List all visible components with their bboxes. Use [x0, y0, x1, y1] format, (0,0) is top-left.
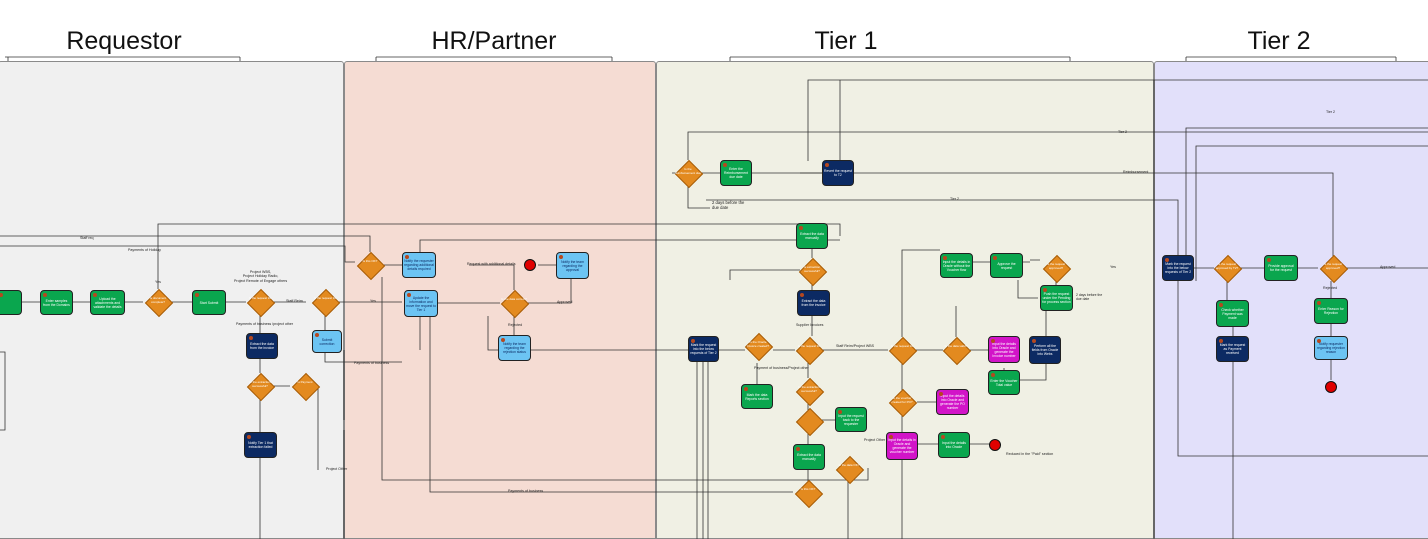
end-event-hr — [524, 259, 536, 271]
gateway-request-type-4: Is the request for — [889, 337, 915, 363]
label-tier-2-top: Tier 2 — [1326, 110, 1336, 114]
label-project-other-2: Project Other — [864, 438, 886, 442]
lane-hr-partner — [344, 61, 656, 539]
task-mark-tier2: Mark the request into the below requests… — [1162, 255, 1194, 281]
task-revert-to-t2: Revert the request to T2 — [822, 160, 854, 186]
task-input-back-requester: Input the request back to the requester — [835, 407, 867, 432]
label-project-wbs: Project WBS, Project Holiday Radio, Proj… — [234, 270, 288, 283]
note-push-date: 2 days before the due date — [1076, 293, 1103, 301]
label-rejected-hr: Rejected — [508, 323, 523, 327]
task-oracle-without-voucher: Input the details in Oracle without the … — [940, 253, 973, 278]
gateway-extraction-successful-2: Is the extraction successful? — [796, 378, 822, 404]
gateway-request-approved: Is the request approved? — [1043, 255, 1069, 281]
task-submit-correction: Submit correction — [312, 330, 342, 353]
task-mark-below-requests: Mark the request into the below requests… — [688, 336, 719, 362]
lane-title-tier-2: Tier 2 — [1247, 27, 1311, 55]
task-push-pending: Push the request under the Pending for p… — [1040, 285, 1073, 311]
note-due-date: 2 days before the due date — [712, 200, 745, 210]
label-tier-2-mid: Tier 2 — [950, 197, 960, 201]
label-approved-t2: Approved — [1380, 265, 1396, 269]
gateway-data-correct: Is the data correct? — [501, 290, 527, 316]
label-additional-details: Request with additional details — [467, 262, 516, 266]
task-notify-tier1-failed: Notify Tier 1 that extraction failed — [244, 432, 277, 458]
task-start-submit: Start Submit — [192, 290, 226, 315]
task-input-oracle: Input the details into Oracle — [938, 432, 970, 458]
label-tier-2-return: Tier 2 — [1118, 130, 1128, 134]
task-approve-request: Approve the request — [990, 253, 1023, 278]
task-oracle-po-number: Input the details into Oracle and genera… — [936, 389, 969, 415]
label-payments-of-business-2: Payments of business — [508, 489, 544, 493]
task-enter-due-date: Enter the Reimbursement due date — [720, 160, 752, 186]
gateway-request-type-2: Is the request for — [312, 289, 338, 315]
task-enter-voucher-total: Enter the Voucher Total value — [988, 370, 1020, 395]
label-approved-hr: Approved — [557, 300, 573, 304]
gateway-request-type-1: Is the request for — [247, 289, 273, 315]
gateway-document-complete: Is document complete? — [145, 289, 171, 315]
task-update-move-tier1: Update the information and move the requ… — [404, 290, 438, 317]
gateway-this-ok: Is this OK? — [795, 480, 821, 506]
gateway-approved-by-t2: Is the request approved by T2? — [1214, 255, 1240, 281]
task-notify-approval: Notify the team regarding the approval — [556, 252, 589, 279]
task-extract-manually-1: Extract the data manually — [796, 223, 828, 249]
end-event-tier2 — [1325, 381, 1337, 393]
task-extract-invoice-data: Extract the data from the invoice — [246, 333, 278, 359]
gateway-payment: Is Payment — [292, 373, 318, 399]
task-perform-fields-webs: Perform all the fields from Oracle into … — [1029, 336, 1061, 364]
gateway-hr-ok: Is this OK? — [357, 252, 383, 278]
label-staff-reim: Staff Reim — [286, 299, 303, 303]
label-supplier-invoices: Supplier Invoices — [796, 323, 824, 327]
gateway-data-valid: Is the data valid? — [943, 337, 969, 363]
label-staff-reim-project: Staff Reim/Project WBS — [836, 344, 875, 348]
gateway-reimbursement-due: Is the reimbursement due — [675, 160, 701, 186]
gateway-blank — [796, 408, 822, 434]
task-notify-rejection-reason: Notify requester regarding rejection rea… — [1314, 336, 1348, 360]
task-enter-samples: Enter samples from the Domains — [40, 290, 73, 315]
task-oracle-voucher-number: Input the details in Oracle and generate… — [886, 432, 918, 460]
gateway-data-ok: Is the data OK? — [836, 456, 862, 482]
lane-title-hr-partner: HR/Partner — [431, 27, 557, 55]
task-notify-additional-details: Notify the requester regarding additiona… — [402, 252, 436, 278]
lane-title-requestor: Requestor — [66, 27, 182, 55]
label-reduced-note: Reduced in the "Paid" section — [1006, 452, 1054, 456]
label-yes-3: Yes — [1110, 265, 1116, 269]
lane-title-tier-1: Tier 1 — [814, 27, 878, 55]
label-yes-2: Yes — [370, 299, 376, 303]
label-reimbursement: Reimbursement — [1123, 170, 1149, 174]
task-notify-rejection-status: Notify the team regarding the rejection … — [498, 335, 531, 361]
label-project-other-1: Project Other — [326, 467, 348, 471]
label-yes-1: Yes — [155, 280, 161, 284]
task-upload-attachments: Upload the attachments and validate the … — [90, 290, 125, 315]
task-mark-payment-received: Mark the request as Payment received — [1216, 336, 1249, 362]
end-event-tier1 — [989, 439, 1001, 451]
task-extract-invoice-tier1: Extract the data from the invoice — [797, 290, 830, 316]
task-extract-manually-2: Extract the data manually — [793, 444, 825, 470]
label-payments-holiday: Payments of Holiday — [128, 248, 161, 252]
label-payment-business-project: Payment of business/Project other — [754, 366, 809, 370]
gateway-oracle-invoice: Is the Oracle Invoice created? — [745, 333, 771, 359]
task-check-payment: Check whether Payment was made — [1216, 300, 1249, 327]
gateway-extraction-ok: Is extraction successful? — [799, 258, 825, 284]
label-payments-business: Payments of business /project other — [236, 322, 294, 326]
lane-tier-2 — [1154, 61, 1428, 539]
task-rejection-reason: Enter Reason for Rejection — [1314, 298, 1348, 324]
task-oracle-invoice-number: Input the details into Oracle and genera… — [988, 336, 1020, 363]
label-rejected-t2: Rejected — [1323, 286, 1338, 290]
gateway-request-type-3: Is the request for — [796, 337, 822, 363]
gateway-voucher-po: Is the voucher created for PO? — [889, 389, 915, 415]
task-requestor-start — [0, 290, 22, 315]
label-payments-of-business: Payments of business — [354, 361, 390, 365]
gateway-t2-approved: Is the request approved? — [1320, 255, 1346, 281]
task-mark-reports: Mark the data Reports section — [741, 384, 773, 409]
label-staff-req: Staff req — [80, 236, 94, 240]
task-provide-approval: Provide approval for the request — [1264, 255, 1298, 281]
gateway-extraction-successful: Is the extraction successful? — [247, 373, 273, 399]
